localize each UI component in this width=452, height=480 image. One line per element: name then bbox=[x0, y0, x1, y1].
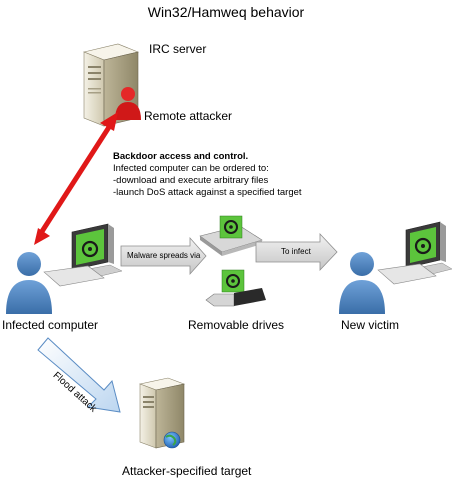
malware-spreads-label: Malware spreads via bbox=[127, 251, 201, 260]
attacker-target-label: Attacker-specified target bbox=[122, 464, 252, 478]
to-infect-label: To infect bbox=[281, 247, 311, 256]
removable-drives-label: Removable drives bbox=[188, 318, 285, 332]
irc-server-label: IRC server bbox=[149, 42, 207, 56]
infected-keyboard-icon bbox=[43, 265, 105, 287]
description-heading: Backdoor access and control. bbox=[113, 151, 249, 162]
infected-user-icon bbox=[6, 252, 52, 314]
target-server-icon bbox=[138, 377, 186, 449]
to-infect-arrow bbox=[255, 232, 338, 272]
infected-computer-label: Infected computer bbox=[2, 318, 99, 332]
victim-keyboard-icon bbox=[377, 263, 437, 285]
biohazard-icon bbox=[414, 237, 432, 255]
description-line: -launch DoS attack against a specified t… bbox=[113, 187, 302, 198]
description-line: Infected computer can be ordered to: bbox=[113, 163, 269, 174]
backdoor-description: Backdoor access and control. Infected co… bbox=[113, 151, 302, 199]
usb-drive-icon bbox=[205, 269, 266, 307]
backdoor-control-arrow bbox=[34, 112, 118, 245]
biohazard-icon bbox=[81, 240, 99, 258]
remote-attacker-icon bbox=[115, 87, 141, 120]
remote-attacker-label: Remote attacker bbox=[144, 109, 233, 123]
victim-user-icon bbox=[339, 252, 385, 314]
flood-attack-arrow bbox=[37, 337, 121, 413]
globe-icon bbox=[163, 431, 181, 449]
diagram-title: Win32/Hamweq behavior bbox=[147, 4, 305, 20]
malware-spreads-arrow bbox=[120, 236, 207, 276]
infected-monitor-icon bbox=[71, 223, 123, 279]
removable-disk-icon bbox=[199, 215, 263, 256]
description-line: -download and execute arbitrary files bbox=[113, 175, 269, 186]
new-victim-label: New victim bbox=[341, 318, 400, 332]
